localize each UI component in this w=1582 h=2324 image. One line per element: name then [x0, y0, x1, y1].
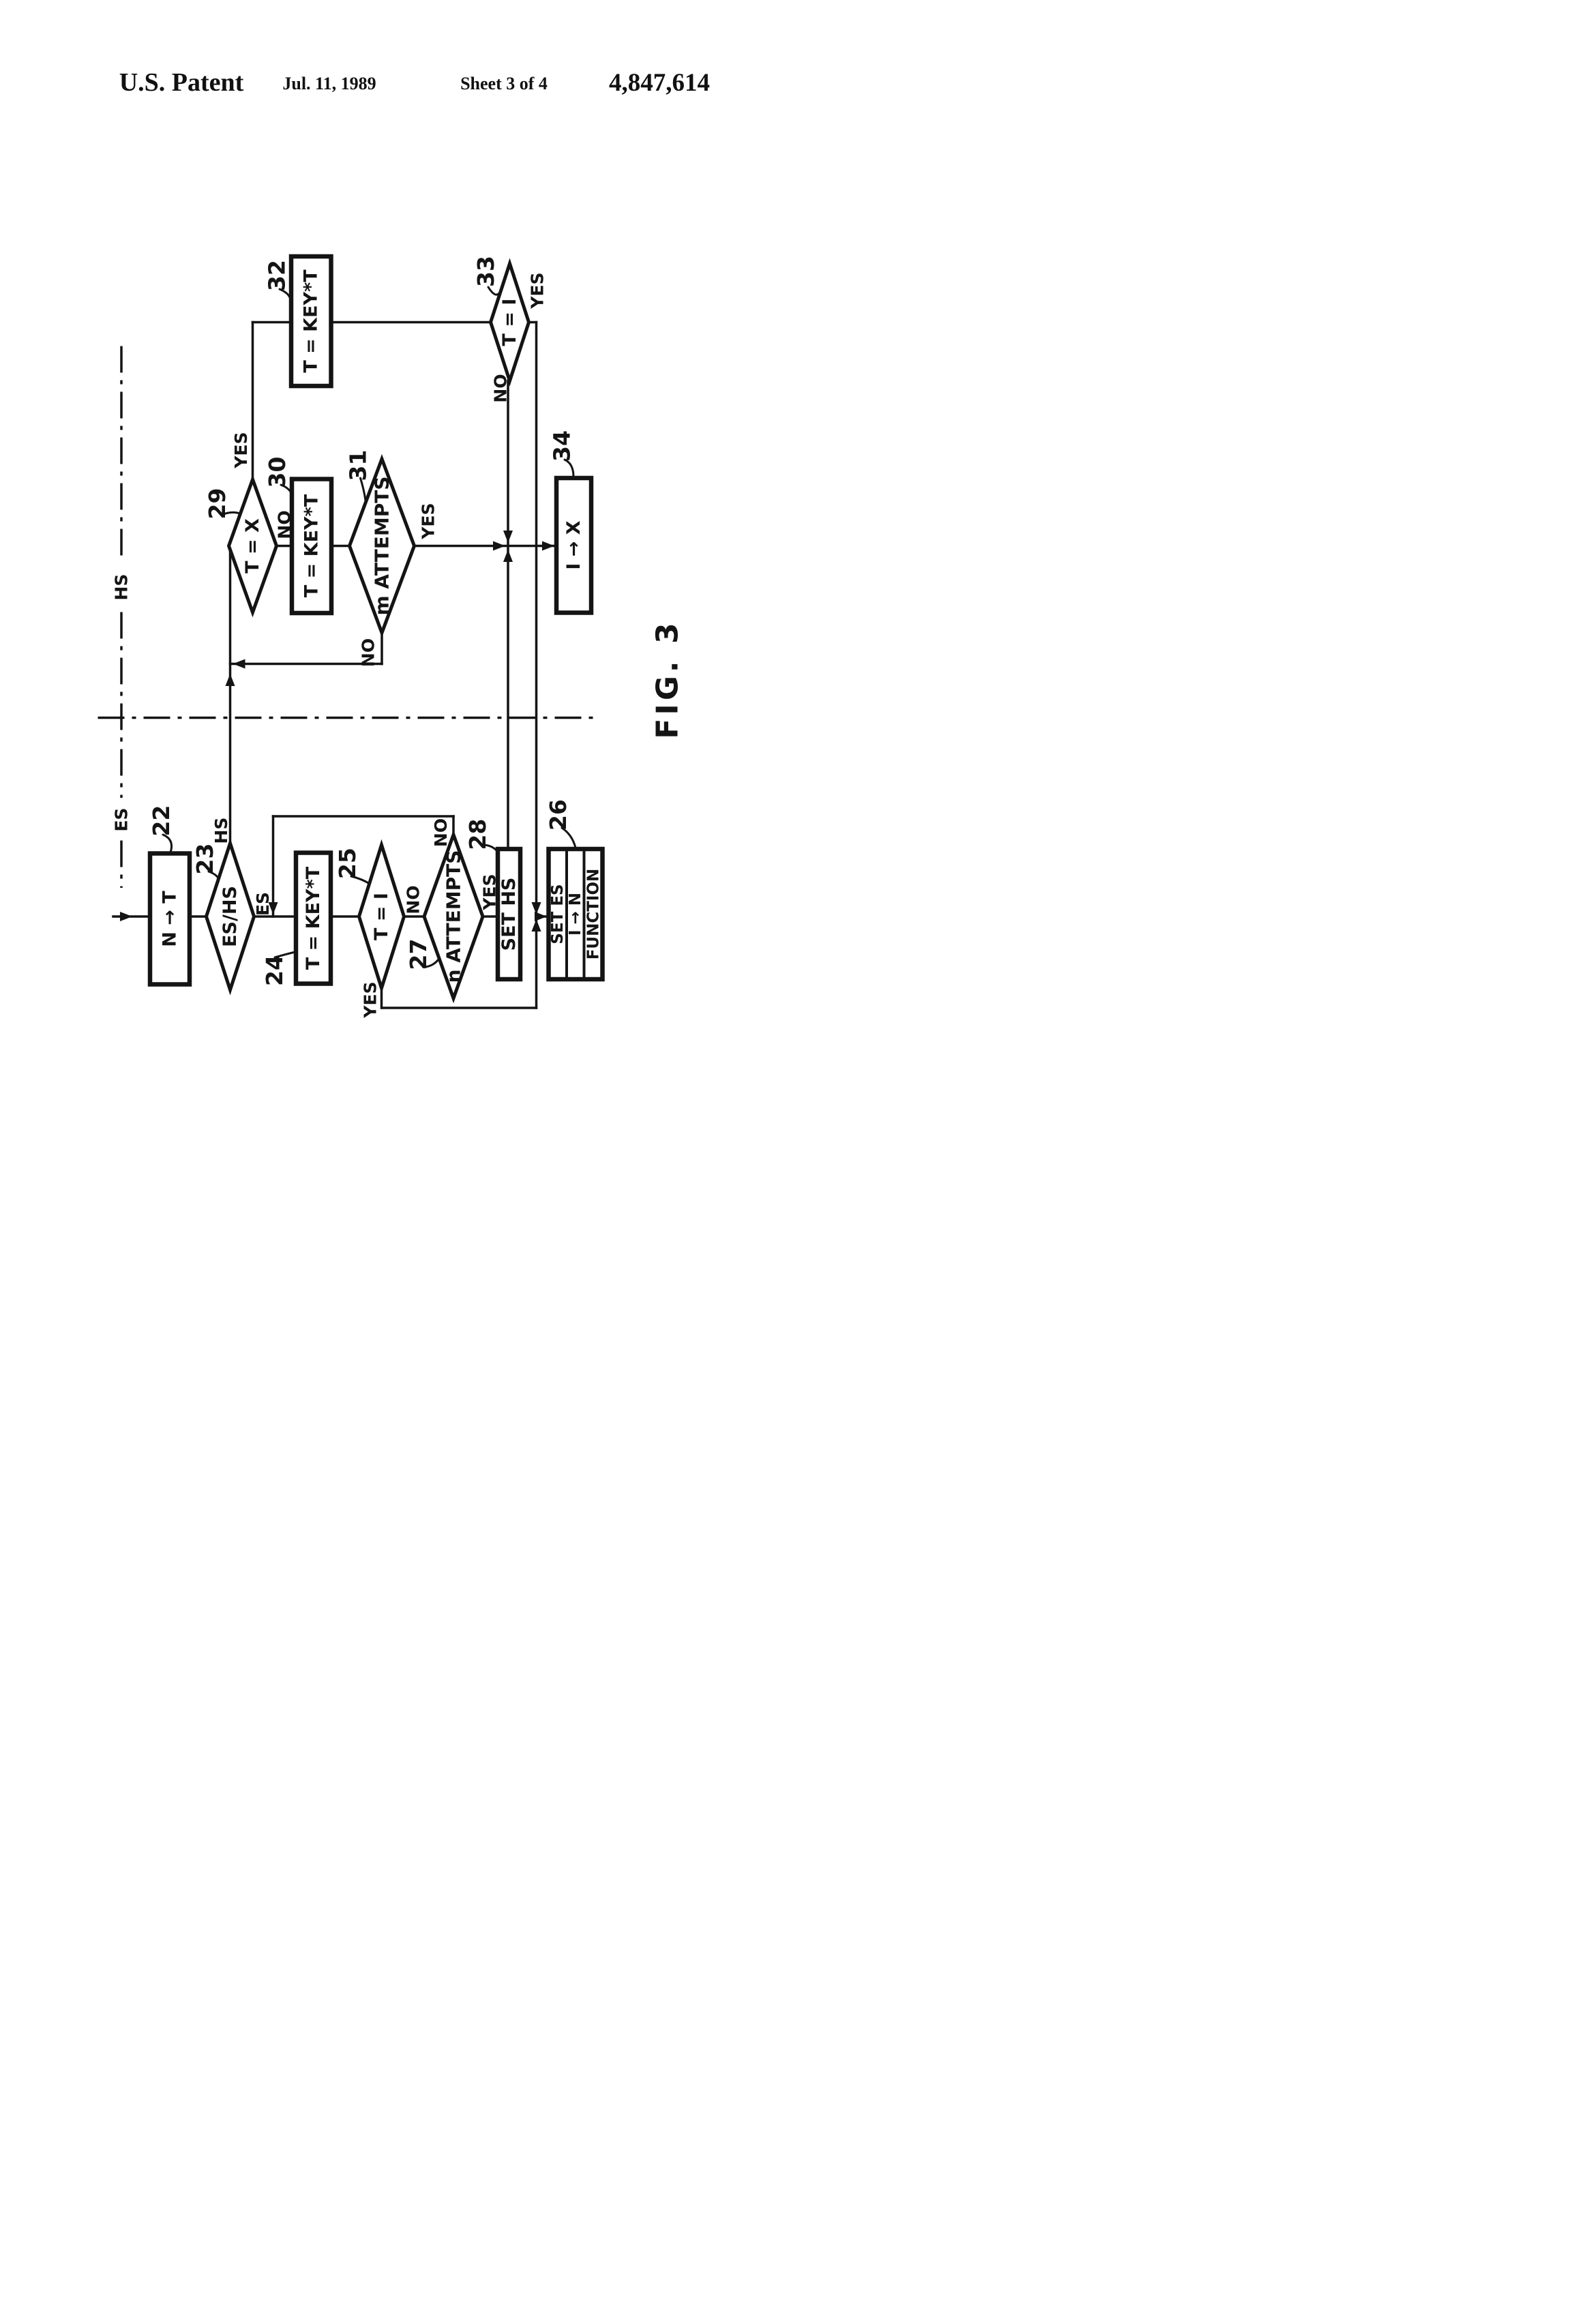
yes-25-up-arrowhead: [531, 919, 541, 932]
flow-connectors: [112, 321, 558, 1009]
boundary-es-label: ES: [112, 807, 132, 831]
leader-28: [481, 844, 498, 852]
reference-numerals: 22 23 24 25 26 27 28 29 30 31 32 33 34: [148, 256, 577, 986]
leader-23: [207, 870, 220, 882]
leader-27: [422, 958, 440, 968]
patent-number: 4,847,614: [609, 69, 710, 97]
box-26-terminal: [546, 846, 605, 982]
ref-22: 22: [148, 805, 175, 837]
leader-22: [162, 833, 173, 854]
ref-34: 34: [549, 430, 576, 462]
node-26-line-3: FUNCTION: [585, 869, 603, 960]
box-24-t-key-t: [293, 850, 333, 986]
branch-27-yes: YES: [480, 874, 500, 910]
ref-24: 24: [261, 955, 288, 986]
yes-31-arrowhead: [493, 541, 505, 551]
box-34-i-to-x: [554, 475, 594, 615]
node-33-label: T = I: [499, 299, 520, 346]
ref-32: 32: [264, 260, 290, 291]
patent-figure-canvas: U.S. Patent Jul. 11, 1989 Sheet 3 of 4 4…: [98, 68, 710, 1019]
branch-25-yes: YES: [361, 981, 380, 1018]
diamond-29-t-equals-x: [226, 474, 279, 618]
branch-33-yes: YES: [528, 272, 548, 309]
node-29-label: T = X: [242, 518, 263, 573]
node-23-label: ES/HS: [220, 886, 241, 947]
leader-29: [220, 511, 241, 516]
sheet-header: U.S. Patent Jul. 11, 1989 Sheet 3 of 4 4…: [119, 68, 710, 97]
boundary-hs-label: HS: [112, 574, 132, 601]
into-26-arrowhead: [535, 912, 547, 921]
diamond-27-n-attempts: [422, 829, 485, 1004]
ref-23: 23: [192, 844, 218, 875]
branch-23-es: ES: [253, 892, 273, 916]
patent-sheet: U.S. Patent Jul. 11, 1989 Sheet 3 of 4 4…: [0, 0, 791, 1162]
node-28-label: SET HS: [498, 878, 520, 951]
ref-29: 29: [204, 488, 230, 520]
process-boxes: [147, 254, 605, 987]
branch-29-yes: YES: [231, 432, 251, 468]
node-26-line-2: I → N: [567, 893, 584, 936]
diamond-33-t-equals-i: [488, 258, 531, 387]
ref-31: 31: [345, 450, 372, 481]
node-26-line-1: SET ES: [549, 884, 567, 944]
decision-diamonds: [204, 258, 531, 1004]
leader-30: [280, 483, 293, 494]
box-28-set-hs: [495, 846, 523, 982]
node-32-label: T = KEY*T: [301, 269, 322, 373]
ref-30: 30: [264, 457, 290, 488]
ref-33: 33: [473, 256, 499, 287]
branch-29-no: NO: [275, 510, 295, 539]
node-30-label: T = KEY*T: [301, 494, 323, 597]
leader-32: [278, 288, 292, 306]
ref-27: 27: [405, 939, 432, 970]
box-22-n-to-t: [147, 851, 192, 987]
vertical-connectors: [228, 321, 538, 1009]
ref-26: 26: [545, 799, 571, 831]
figure-caption: FIG. 3: [651, 619, 685, 739]
set-hs-up-arrowhead: [503, 550, 513, 562]
branch-31-yes: YES: [419, 503, 438, 539]
no-loop-27-arrowhead: [268, 902, 278, 914]
branch-25-no: NO: [404, 885, 423, 914]
leader-31: [359, 477, 367, 502]
patent-date: Jul. 11, 1989: [282, 74, 376, 93]
leader-26: [561, 826, 577, 849]
hs-up-arrowhead: [225, 674, 235, 686]
branch-27-no: NO: [431, 818, 451, 847]
node-34-label: I → X: [563, 520, 584, 569]
flow-arrowheads: [120, 531, 554, 932]
leader-25: [350, 875, 371, 885]
diamond-31-m-attempts: [347, 453, 417, 638]
patent-office-title: U.S. Patent: [119, 68, 244, 97]
sheet-number: Sheet 3 of 4: [460, 74, 548, 93]
ref-28: 28: [464, 819, 491, 850]
loop-lines: [228, 662, 538, 1009]
diamond-25-t-equals-i: [357, 839, 406, 994]
node-labels: N → T ES/HS T = KEY*T T = I n ATTEMPTS S…: [160, 269, 603, 983]
leader-34: [563, 458, 575, 478]
branch-23-hs: HS: [211, 818, 231, 844]
es-hs-boundary: HS ES: [98, 346, 595, 888]
into-34-arrowhead: [542, 541, 554, 551]
node-27-label: n ATTEMPTS: [443, 850, 465, 983]
entry-arrowhead: [120, 912, 132, 921]
yes-33-down-arrowhead: [531, 902, 541, 914]
branch-labels: HS ES NO YES NO YES YES NO YES NO YES NO: [211, 272, 548, 1018]
no-loop-31-arrowhead: [233, 659, 245, 669]
box-32-t-key-t: [288, 254, 333, 389]
branch-31-no: NO: [359, 638, 378, 667]
leader-33: [487, 286, 501, 296]
box-30-t-key-t: [289, 477, 334, 616]
node-24-label: T = KEY*T: [303, 866, 324, 970]
no-33-arrowhead: [503, 531, 513, 543]
branch-33-no: NO: [491, 374, 511, 402]
node-25-label: T = I: [371, 893, 392, 940]
node-22-label: N → T: [160, 891, 181, 947]
leader-24: [273, 951, 297, 959]
ref-25: 25: [334, 848, 361, 879]
node-31-label: m ATTEMPTS: [371, 476, 393, 615]
